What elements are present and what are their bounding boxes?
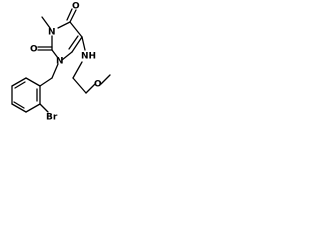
atom-o-ether: O — [94, 80, 102, 90]
benzene-bond-2 — [25, 103, 41, 113]
bond-c2-n1 — [51, 49, 59, 59]
molecule-structure-diagram: O N O N NH O Br — [11, 2, 111, 123]
atom-br: Br — [46, 113, 58, 123]
bond-n1-benzyl-ch2 — [51, 63, 59, 79]
methoxyethylamino-chain — [72, 36, 111, 94]
atom-o-left: O — [30, 45, 38, 55]
bond-ch2-o — [85, 83, 96, 94]
benzene-inner-3 — [14, 81, 26, 89]
bond-c4-o-top — [69, 9, 77, 23]
bond-c-br — [39, 103, 49, 113]
benzene-bond-5 — [11, 77, 27, 87]
bond-benzyl-ch2-ring — [39, 77, 53, 87]
bond-o-ch3 — [100, 74, 111, 85]
atom-o-top: O — [72, 2, 80, 12]
bond-c6-c5-double — [68, 35, 79, 50]
bond-n1-c6 — [61, 51, 73, 61]
atom-n-bottom: N — [56, 57, 64, 67]
carbonyl-groups — [37, 8, 77, 51]
atom-nh: NH — [81, 52, 96, 62]
bond-ch2-ch2 — [72, 77, 87, 94]
atom-n-top: N — [48, 28, 56, 38]
bond-c6-c5 — [71, 36, 83, 53]
bond-c5-c4 — [69, 21, 83, 38]
bond-nh-ch2 — [72, 61, 83, 79]
benzene-ring — [11, 77, 53, 113]
bond-c6-nh — [81, 36, 86, 51]
benzene-inner-2 — [13, 101, 25, 109]
bond-c4-o-top-double — [66, 8, 73, 21]
benzene-bond-3 — [11, 103, 27, 113]
bond-c4-n3 — [57, 21, 71, 29]
bond-n3-methyl — [41, 16, 51, 29]
benzene-bond-6 — [25, 77, 41, 87]
pyrimidine-ring — [51, 21, 83, 61]
